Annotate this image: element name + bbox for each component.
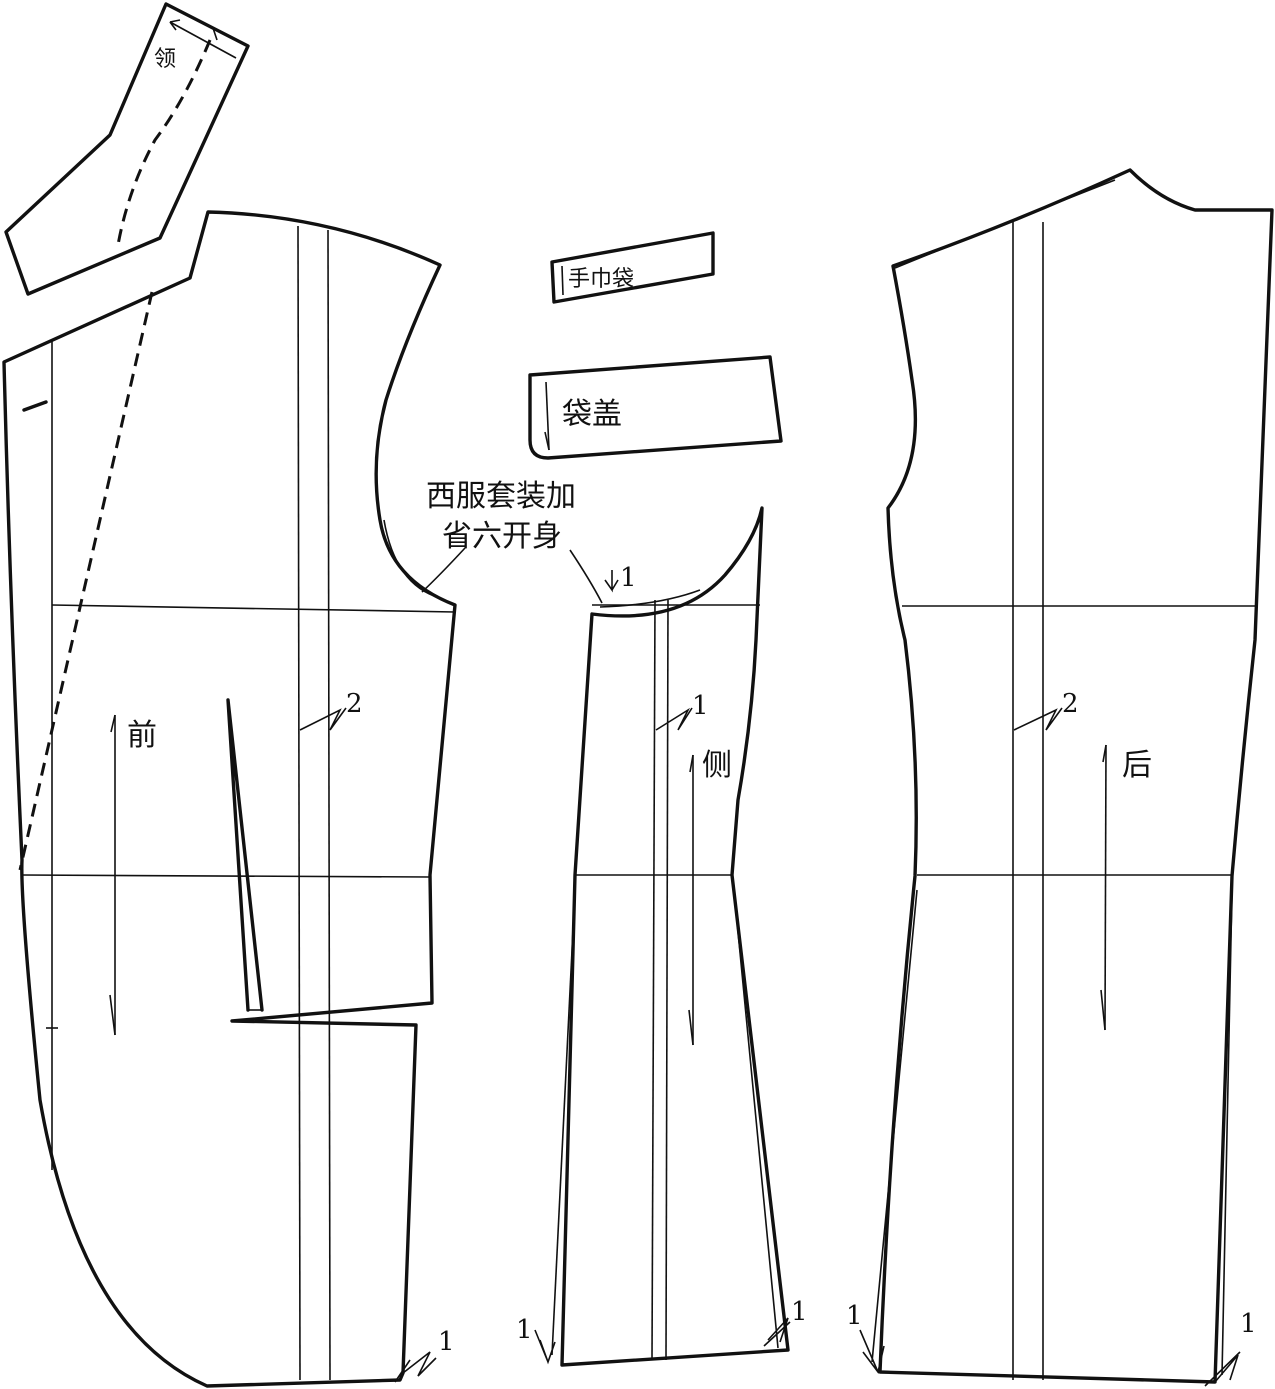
side-panel-mark: 1: [692, 691, 709, 721]
title-line-2: 省六开身: [442, 519, 562, 554]
collar-grain-arrow-icon: [169, 19, 181, 31]
side-center-line-right: [665, 599, 669, 1361]
handkerchief-pocket-grain-line: [561, 265, 564, 296]
pocket-flap-label: 袋盖: [562, 397, 622, 432]
collar-roll-line: [116, 39, 212, 246]
pocket-flap-outline: [528, 355, 783, 460]
diagram-title: 西服套装加 省六开身: [421, 479, 603, 604]
side-armhole-arrow-icon: [604, 570, 619, 593]
front-armhole-inner: [383, 519, 441, 599]
side-outline: [560, 506, 790, 1367]
side-seam-inner-left: [551, 889, 576, 1356]
side-hem-left-mark: 1: [516, 1315, 533, 1345]
back-seam-inner-right: [1221, 889, 1233, 1376]
back-seam-inner-left: [871, 889, 918, 1363]
pocket-flap-grain-line: [545, 381, 550, 451]
back-grain-line: [1104, 744, 1107, 1031]
side-center-line-left: [651, 599, 656, 1361]
front-dart-line-left: [297, 225, 301, 1381]
front-buttonhole-mark: [22, 400, 48, 412]
collar-grain-line: [169, 21, 237, 59]
title-line-1: 西服套装加: [426, 479, 576, 514]
front-break-line: [18, 291, 154, 871]
side-label: 侧: [702, 748, 732, 783]
side-armhole-mark: 1: [620, 563, 637, 593]
side-hem-right-mark: 1: [791, 1297, 808, 1327]
side-seam-inner-right: [733, 889, 779, 1349]
side-panel-pointer: [655, 707, 693, 731]
back-dart-mark: 2: [1062, 689, 1079, 719]
front-dart-mark: 2: [346, 689, 363, 719]
side-panel: 侧 1 1 1 1: [516, 506, 808, 1367]
front-label: 前: [127, 718, 157, 753]
collar-tick: [212, 27, 218, 41]
collar-outline: [4, 2, 250, 296]
front-panel: 前 2 1: [2, 210, 457, 1388]
collar-label: 领: [154, 47, 176, 72]
back-shoulder-inner: [894, 179, 1116, 269]
back-grain-arrow-icon: [1100, 744, 1107, 1031]
side-grain-arrow-icon: [688, 754, 694, 1046]
front-waist-line: [21, 874, 431, 878]
handkerchief-pocket: 手巾袋: [550, 231, 715, 304]
back-hem-right-mark: 1: [1240, 1309, 1257, 1339]
front-dart-pointer: [299, 707, 347, 731]
front-dart-line-right: [327, 229, 331, 1381]
pocket-flap-grain-arrow-icon: [544, 431, 550, 451]
handkerchief-pocket-label: 手巾袋: [568, 267, 634, 292]
front-hem-pointer: [394, 1351, 437, 1383]
back-dart-pointer: [1013, 707, 1063, 731]
back-hem-left-mark: 1: [846, 1301, 863, 1331]
back-outline: [878, 168, 1274, 1384]
title-pointer-right: [569, 549, 603, 604]
front-chest-line: [51, 604, 456, 613]
collar-piece: 领: [4, 2, 250, 296]
back-label: 后: [1122, 748, 1152, 783]
handkerchief-pocket-outline: [550, 231, 715, 304]
pocket-flap: 袋盖: [528, 355, 783, 460]
front-hem-mark: 1: [438, 1327, 455, 1357]
front-grain-arrow-icon: [109, 714, 116, 1036]
back-panel: 后 2 1 1: [846, 168, 1274, 1387]
title-pointer-left: [421, 547, 466, 593]
front-outline: [2, 210, 457, 1388]
front-pocket-dart: [226, 698, 264, 1012]
back-hem-left-pointer: [859, 1329, 885, 1374]
